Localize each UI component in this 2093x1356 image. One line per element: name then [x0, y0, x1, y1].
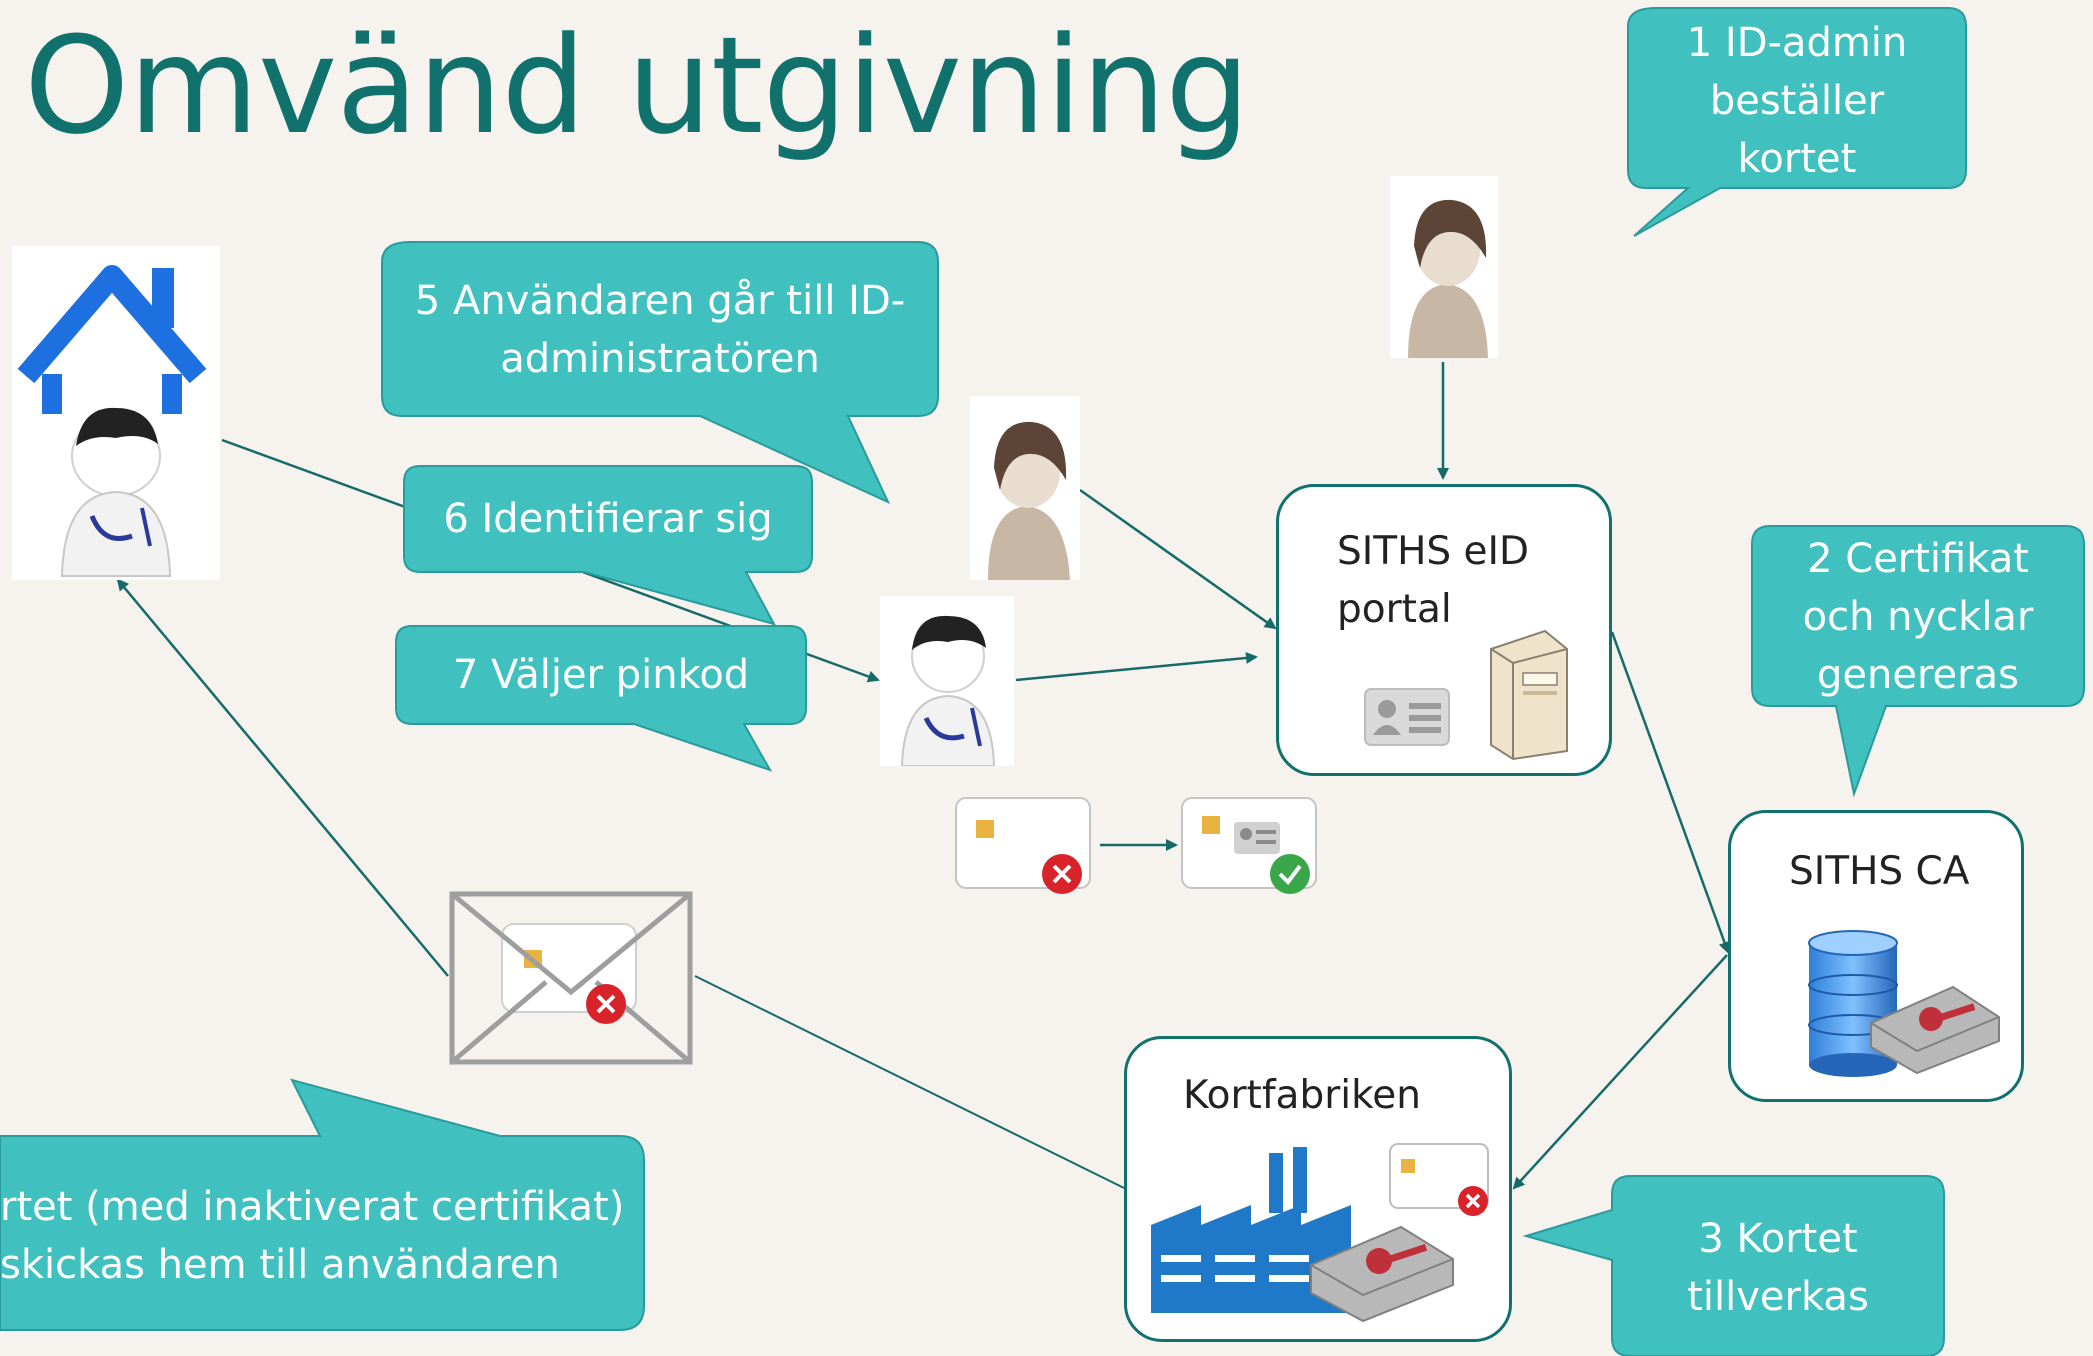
callout-step2-line2: och nycklar [1802, 594, 2034, 640]
page-title: Omvänd utgivning [24, 8, 1250, 164]
callout-bubble-step7 [395, 625, 807, 772]
callout-step3-text: 3 Kortet tillverkas [1612, 1210, 1944, 1326]
node-factory: Kortfabriken [1124, 1036, 1512, 1342]
callout-step7-line1: 7 Väljer pinkod [452, 652, 750, 698]
id-card-icon [1364, 688, 1450, 746]
callout-step2-text: 2 Certifikat och nycklar genereras [1752, 530, 2084, 704]
callout-bubble-step1 [1627, 7, 1967, 237]
callout-step1-line2: beställer [1709, 78, 1885, 124]
callout-step4-text: rtet (med inaktiverat certifikat) skicka… [0, 1178, 644, 1294]
callout-step1-line1: 1 ID-admin [1686, 20, 1908, 66]
factory-icon [1151, 1147, 1351, 1313]
callout-bubble-step4 [0, 1078, 645, 1331]
callout-bubble-step5 [381, 241, 939, 505]
callout-step1-text: 1 ID-admin beställer kortet [1628, 14, 1966, 188]
portal-title-line1: SITHS eID [1337, 529, 1530, 574]
house-icon [17, 265, 207, 577]
key-drive-icon [1870, 985, 2000, 1075]
portal-title-line2: portal [1337, 587, 1452, 632]
user-at-home-icon [12, 246, 220, 580]
id-admin-icon [1390, 176, 1498, 358]
ca-title: SITHS CA [1789, 849, 1970, 894]
envelope-with-card-icon [449, 891, 693, 1065]
callout-step5-text: 5 Användaren går till ID- administratöre… [382, 272, 938, 388]
callout-step1-line3: kortet [1737, 136, 1857, 182]
callout-step3-line1: 3 Kortet [1698, 1216, 1858, 1262]
smart-card-inactive-icon [955, 797, 1091, 894]
smart-card-active-icon [1181, 797, 1317, 894]
portal-title: SITHS eID portal [1337, 523, 1529, 639]
id-admin-icon [970, 396, 1080, 580]
callout-step2-line1: 2 Certifikat [1807, 536, 2029, 582]
arrow-ca-to-factory [1512, 954, 1728, 1190]
callout-step6-line1: 6 Identifierar sig [443, 496, 773, 542]
callout-step7-text: 7 Väljer pinkod [396, 646, 806, 704]
callout-step6-text: 6 Identifierar sig [404, 490, 812, 548]
callout-bubble-step2 [1751, 525, 2085, 798]
node-portal: SITHS eID portal [1276, 484, 1612, 776]
user-icon [880, 596, 1014, 766]
arrow-envelope-to-home [116, 578, 449, 977]
server-icon [1490, 629, 1568, 761]
callout-step3-line2: tillverkas [1687, 1274, 1869, 1320]
arrow-user-to-portal [1015, 651, 1258, 682]
callout-step4-line2: skickas hem till användaren [0, 1242, 560, 1288]
key-drive-icon [1310, 1225, 1454, 1323]
callout-step2-line3: genereras [1817, 652, 2019, 698]
factory-title: Kortfabriken [1183, 1073, 1421, 1118]
node-ca: SITHS CA [1728, 810, 2024, 1102]
callout-step5-line1: 5 Användaren går till ID- [414, 278, 906, 324]
callout-step5-line2: administratören [500, 336, 820, 382]
callout-step4-line1: rtet (med inaktiverat certifikat) [0, 1184, 625, 1230]
smart-card-inactive-icon [1389, 1143, 1489, 1216]
connector-factory-to-envelope [694, 975, 1125, 1189]
arrow-admin2-to-portal [1079, 488, 1277, 630]
callout-bubble-step6 [403, 465, 813, 626]
arrow-portal-to-ca [1610, 631, 1731, 954]
